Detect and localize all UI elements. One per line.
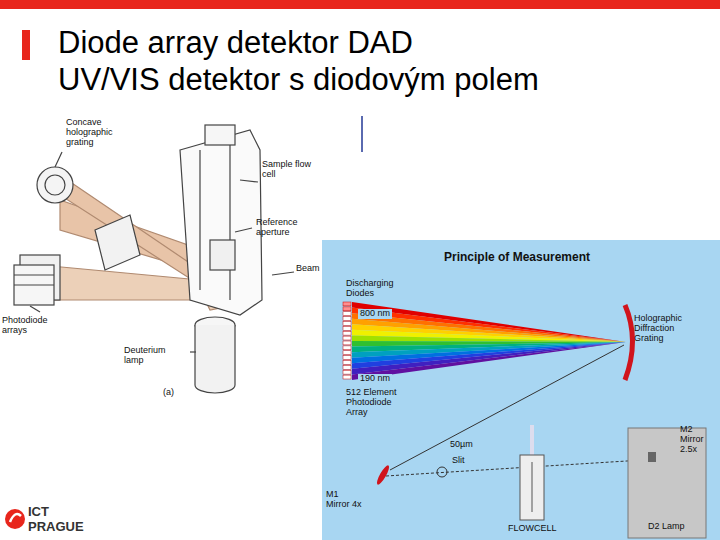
part-label: M2 Mirror 2.5x [680,425,716,455]
part-label: Discharging Diodes [346,279,408,299]
flowcell [520,425,544,520]
diode-cell [343,336,351,340]
part-label: Deuterium lamp [124,346,186,366]
spectrum-band [352,324,626,342]
part-label: Concave holographic grating [66,118,126,148]
top-bar [0,0,720,9]
diode-column [343,302,351,379]
logo-text: PRAGUE [28,520,84,534]
part-label: M1 Mirror 4x [326,490,362,510]
part-label: D2 Lamp [648,522,685,532]
measurement-panel [322,240,720,540]
part-label: Photodiode arrays [2,316,57,336]
dimension-label: 50µm [450,440,473,450]
slide-subtitle: UV/VIS detektor s diodovým polem [58,61,539,98]
spectrum-band [352,308,626,342]
spectrum-band [352,302,626,342]
dad-instrument [14,125,294,393]
logo-swirl [10,514,21,522]
part-label: FLOWCELL [508,524,557,534]
part-label: 512 Element Photodiode Array [346,388,408,418]
figure-tag: (a) [163,388,174,398]
lamp-bulb [648,452,656,462]
diode-cell [343,312,351,316]
diode-cell [343,351,351,355]
mirror-m1 [375,464,391,486]
part-label: Slit [452,456,465,466]
spectrum-band [352,319,626,342]
diode-cell [343,331,351,335]
diode-cell [343,307,351,311]
diode-cell [343,375,351,379]
grating-symbol [625,305,633,380]
slide-title: Diode array detektor DAD [58,24,413,61]
diode-cell [343,346,351,350]
wavelength-label: 800 nm [358,309,392,319]
diode-cell [343,370,351,374]
diode-cell [343,317,351,321]
diode-cell [343,361,351,365]
part-label: Beam [296,264,320,274]
spectrum-fan [352,302,626,380]
diode-cell [343,356,351,360]
diode-cell [343,322,351,326]
spectrum-band [352,342,626,380]
logo-text: ICT [28,505,49,519]
spectrum-band [352,330,626,342]
logo-icon [5,509,25,529]
wavelength-label: 190 nm [358,374,392,384]
diode-cell [343,341,351,345]
diode-cell [343,326,351,330]
part-label: Sample flow cell [262,160,312,180]
title-bar [22,30,30,60]
diode-cell [343,302,351,306]
part-label: Holographic Diffraction Grating [634,314,700,344]
spectrum-band [352,335,626,342]
part-label: Reference aperture [256,218,316,238]
panel-heading: Principle of Measurement [444,251,590,264]
spectrum-band [352,313,626,342]
diode-cell [343,365,351,369]
decor-line [361,116,363,152]
